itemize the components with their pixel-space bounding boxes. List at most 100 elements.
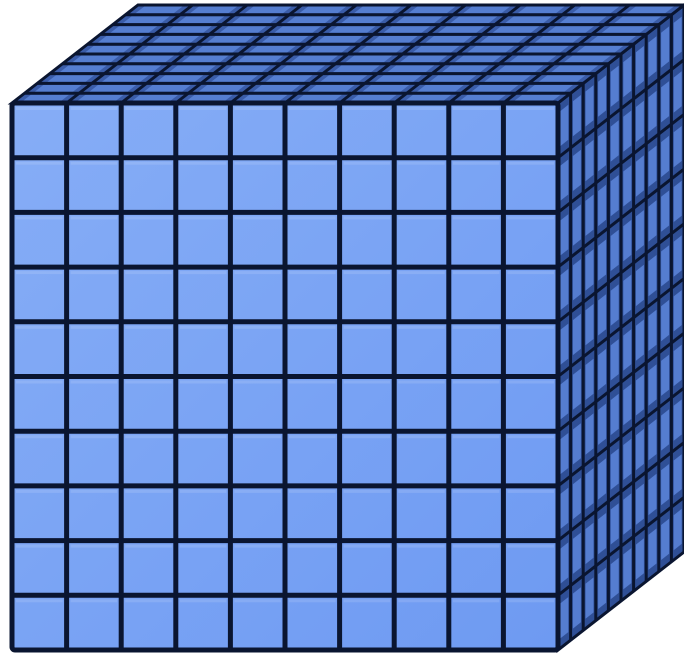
front-cell-highlight	[16, 545, 63, 548]
front-cell-highlight	[71, 216, 118, 219]
side-cell	[661, 355, 669, 396]
side-cell	[636, 46, 644, 87]
front-cell-highlight	[71, 326, 118, 329]
side-cell	[636, 155, 644, 196]
front-cell-highlight	[289, 216, 336, 219]
front-cell-highlight	[234, 490, 281, 493]
side-cell	[623, 275, 631, 316]
front-cell-highlight	[507, 162, 554, 165]
side-cell	[649, 91, 657, 132]
side-cell	[636, 265, 644, 306]
front-cell-highlight	[180, 107, 227, 110]
side-cell	[586, 140, 594, 181]
front-cell-highlight	[453, 326, 500, 329]
front-cell-highlight	[398, 599, 445, 602]
side-cell	[573, 423, 581, 464]
side-cell	[611, 230, 619, 271]
front-cell-highlight	[507, 326, 554, 329]
side-cell	[674, 345, 682, 386]
front-cell-highlight	[16, 326, 63, 329]
front-cell-highlight	[289, 435, 336, 438]
side-cell	[573, 533, 581, 574]
front-cell-highlight	[453, 216, 500, 219]
front-cell-highlight	[16, 490, 63, 493]
side-cell	[586, 304, 594, 345]
front-cell-highlight	[289, 381, 336, 384]
front-cell-highlight	[289, 107, 336, 110]
front-cell-highlight	[71, 490, 118, 493]
side-cell	[636, 374, 644, 415]
front-cell-highlight	[453, 435, 500, 438]
side-cell	[560, 105, 568, 146]
side-cell	[636, 429, 644, 470]
side-cell	[586, 578, 594, 619]
front-cell-highlight	[234, 545, 281, 548]
cube-front-face	[12, 103, 558, 650]
side-cell	[661, 464, 669, 505]
side-cell	[573, 314, 581, 355]
front-cell-highlight	[180, 326, 227, 329]
front-cell-highlight	[180, 545, 227, 548]
side-cell	[611, 449, 619, 490]
front-cell-highlight	[234, 271, 281, 274]
side-cell	[623, 56, 631, 97]
front-cell-highlight	[344, 599, 391, 602]
side-cell	[674, 17, 682, 58]
side-cell	[560, 160, 568, 201]
side-cell	[623, 548, 631, 589]
front-cell-highlight	[344, 216, 391, 219]
front-cell-highlight	[234, 435, 281, 438]
side-cell	[573, 478, 581, 519]
front-cell-highlight	[289, 599, 336, 602]
side-cell	[649, 474, 657, 515]
side-cell	[598, 568, 606, 609]
front-cell-highlight	[507, 271, 554, 274]
front-cell-highlight	[398, 162, 445, 165]
front-cell-highlight	[507, 435, 554, 438]
side-cell	[623, 111, 631, 152]
side-cell	[661, 519, 669, 560]
side-cell	[560, 214, 568, 255]
front-cell-highlight	[16, 162, 63, 165]
front-cell-highlight	[453, 271, 500, 274]
front-cell-highlight	[344, 381, 391, 384]
side-cell	[649, 36, 657, 77]
side-cell	[649, 200, 657, 241]
side-cell	[586, 359, 594, 400]
side-cell	[649, 529, 657, 570]
front-cell-highlight	[398, 271, 445, 274]
front-cell-highlight	[180, 490, 227, 493]
front-cell-highlight	[234, 107, 281, 110]
front-cell-highlight	[344, 490, 391, 493]
front-cell-highlight	[398, 435, 445, 438]
side-cell	[661, 191, 669, 232]
side-cell	[598, 404, 606, 445]
side-cell	[649, 364, 657, 405]
side-cell	[573, 587, 581, 628]
front-cell-highlight	[16, 107, 63, 110]
side-cell	[586, 468, 594, 509]
front-cell-highlight	[180, 216, 227, 219]
side-cell	[573, 150, 581, 191]
side-cell	[661, 300, 669, 341]
front-cell-highlight	[125, 545, 172, 548]
front-cell-highlight	[180, 435, 227, 438]
side-cell	[611, 394, 619, 435]
front-cell-highlight	[180, 599, 227, 602]
front-cell-highlight	[398, 107, 445, 110]
front-cell-highlight	[344, 271, 391, 274]
side-cell	[598, 75, 606, 116]
side-cell	[560, 597, 568, 638]
front-cell-highlight	[234, 216, 281, 219]
front-cell-highlight	[507, 107, 554, 110]
side-cell	[649, 146, 657, 187]
side-cell	[649, 310, 657, 351]
side-cell	[611, 120, 619, 161]
front-cell-highlight	[289, 162, 336, 165]
front-cell-highlight	[453, 599, 500, 602]
front-cell-highlight	[125, 381, 172, 384]
front-cell-highlight	[71, 545, 118, 548]
side-cell	[611, 503, 619, 544]
front-cell-highlight	[180, 381, 227, 384]
